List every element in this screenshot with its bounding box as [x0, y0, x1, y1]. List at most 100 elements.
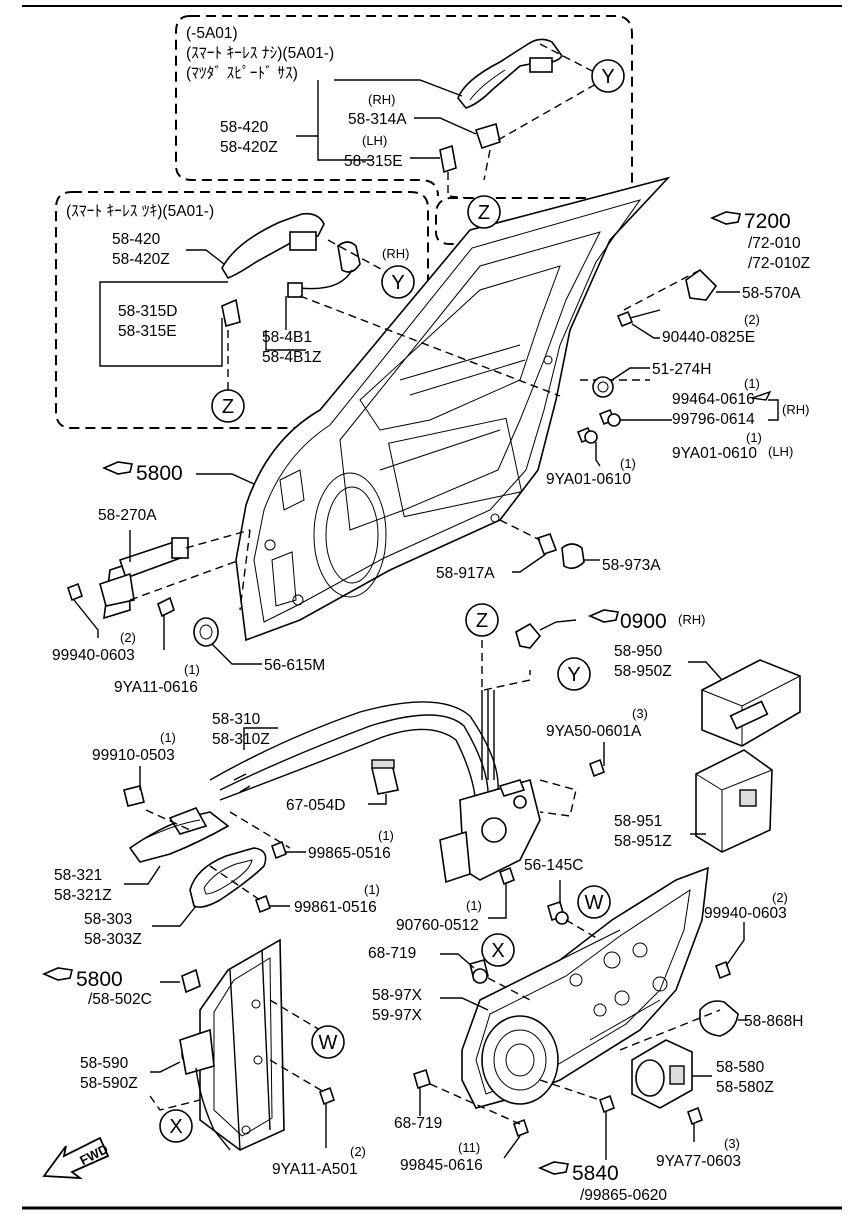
part-9ya11-0616: 9YA11-0616: [114, 679, 198, 696]
part-58-950z: 58-950Z: [614, 663, 672, 680]
part-58-310: 58-310: [212, 711, 261, 728]
part-58-868h: 58-868H: [744, 1013, 803, 1030]
cables-58-310: [209, 690, 499, 811]
marker-w2: W: [311, 1025, 345, 1059]
part-58-270a: 58-270A: [98, 507, 157, 524]
part-51-274h: 51-274H: [652, 361, 711, 378]
module-panel-58-97x: [440, 866, 709, 1109]
leader: [317, 80, 372, 161]
hand-pointer-icon: [587, 609, 619, 623]
part-99861-0516: 99861-0516: [294, 899, 377, 916]
leader: [196, 473, 255, 485]
grommet-56-615m: [193, 617, 262, 665]
dashed-guide: [447, 43, 599, 201]
part-9ya01-0610-lh: 9YA01-0610: [672, 445, 757, 462]
qty-99910: (1): [160, 730, 176, 745]
leader: [265, 330, 306, 351]
fasteners-lower: [413, 880, 748, 1160]
part-58-420: 58-420: [112, 231, 161, 248]
part-99796-0614: 99796-0614: [672, 411, 755, 428]
window-regulator-58-590: [149, 938, 335, 1151]
hand-pointer-icon: [101, 461, 133, 475]
part-58-420z: 58-420Z: [220, 139, 278, 156]
qty-90440: (2): [744, 312, 760, 327]
note-lh: (LH): [362, 133, 387, 148]
part-58-315e: 58-315E: [344, 153, 403, 170]
marker-z2: Z: [211, 389, 245, 423]
part-58-580: 58-580: [716, 1059, 765, 1076]
qty-99940-b: (2): [772, 890, 788, 905]
screw-90440: [616, 309, 661, 339]
bolts-right: [576, 390, 779, 467]
leader: [186, 249, 225, 265]
part-58-570a: 58-570A: [742, 285, 801, 302]
part-56-145c: 56-145C: [524, 857, 583, 874]
part-68-719: 68-719: [368, 945, 416, 962]
svg-text:Z: Z: [478, 202, 490, 224]
hand-pointer-icon: [709, 211, 741, 225]
qty-90760: (1): [466, 898, 482, 913]
qty-99464: (1): [744, 376, 760, 391]
leader: [414, 117, 477, 135]
part-9ya01-0610: 9YA01-0610: [546, 471, 631, 488]
leader: [334, 79, 463, 97]
outer-handle-middle: [221, 212, 361, 328]
fwd-arrow-icon: FWD: [42, 1136, 110, 1180]
part-58-580z: 58-580Z: [716, 1079, 774, 1096]
part-99940-0603: 99940-0603: [52, 647, 135, 664]
note-top-3: (ﾏﾂﾀﾞ ｽﾋﾟｰﾄﾞ ｻｽ): [186, 64, 298, 82]
qty-9ya11-0616: (1): [184, 662, 200, 677]
ref-5840: 5840: [572, 1162, 619, 1185]
svg-text:Y: Y: [391, 272, 404, 294]
svg-text:Y: Y: [567, 664, 580, 686]
part-99910-0503: 99910-0503: [92, 747, 175, 764]
note-top-2: (ｽﾏｰﾄ ｷｰﾚｽ ﾅｼ)(5A01-): [186, 45, 334, 62]
clip-67-054d: [368, 759, 399, 805]
marker-y2: Y: [381, 265, 415, 299]
door-lock-assembly: [439, 742, 605, 919]
ref-5800: 5800: [136, 462, 183, 485]
marker-z1: Z: [467, 195, 501, 229]
part-58-917a: 58-917A: [436, 565, 495, 582]
switch-58-950: [688, 659, 801, 747]
part-58-303: 58-303: [84, 911, 132, 928]
inner-handle-58-321: [124, 807, 230, 885]
qty-99861: (1): [364, 882, 380, 897]
part-9ya50-0601a: 9YA50-0601A: [546, 723, 642, 740]
qty-9ya77: (3): [724, 1136, 740, 1151]
part-58-420z: 58-420Z: [112, 251, 170, 268]
hinge-58-270a: [67, 529, 251, 650]
part-99865-0516: 99865-0516: [308, 845, 391, 862]
part-58-4b1z: 58-4B1Z: [262, 349, 321, 366]
qty-9ya50: (3): [632, 706, 648, 721]
part-58-310z: 58-310Z: [212, 731, 270, 748]
part-9ya11-a501: 9YA11-A501: [272, 1161, 358, 1178]
ref-7200-a: /72-010: [748, 235, 801, 252]
ref-7200: 7200: [744, 210, 791, 233]
ref-5840-sub: /99865-0620: [580, 1187, 667, 1204]
hand-pointer-icon: [41, 967, 73, 981]
note-lh3: (LH): [768, 444, 793, 459]
part-99940-0603-b: 99940-0603: [704, 905, 787, 922]
note-mid-1: (ｽﾏｰﾄ ｷｰﾚｽ ﾂｷ)(5A01-): [66, 203, 214, 220]
marker-x1: X: [481, 933, 515, 967]
part-58-950: 58-950: [614, 643, 663, 660]
part-67-054d: 67-054D: [286, 797, 345, 814]
handle-bracket-upper: [439, 122, 501, 174]
svg-text:X: X: [169, 1116, 182, 1138]
qty-9ya11-a501: (2): [350, 1144, 366, 1159]
part-59-97x: 59-97X: [372, 1007, 423, 1024]
marker-y1: Y: [591, 59, 625, 93]
svg-text:W: W: [319, 1032, 338, 1054]
part-99845-0616: 99845-0616: [400, 1157, 483, 1174]
part-58-315d: 58-315D: [118, 303, 177, 320]
part-90440-0825e: 90440-0825E: [662, 329, 755, 346]
note-top-1: (-5A01): [186, 25, 238, 42]
ref-5800-b: 5800: [76, 968, 123, 991]
part-58-315e: 58-315E: [118, 323, 177, 340]
dashed-box-top: [175, 15, 633, 245]
qty-99845: (11): [458, 1140, 480, 1155]
door-panel: [235, 176, 671, 642]
part-58-973a: 58-973A: [602, 557, 661, 574]
